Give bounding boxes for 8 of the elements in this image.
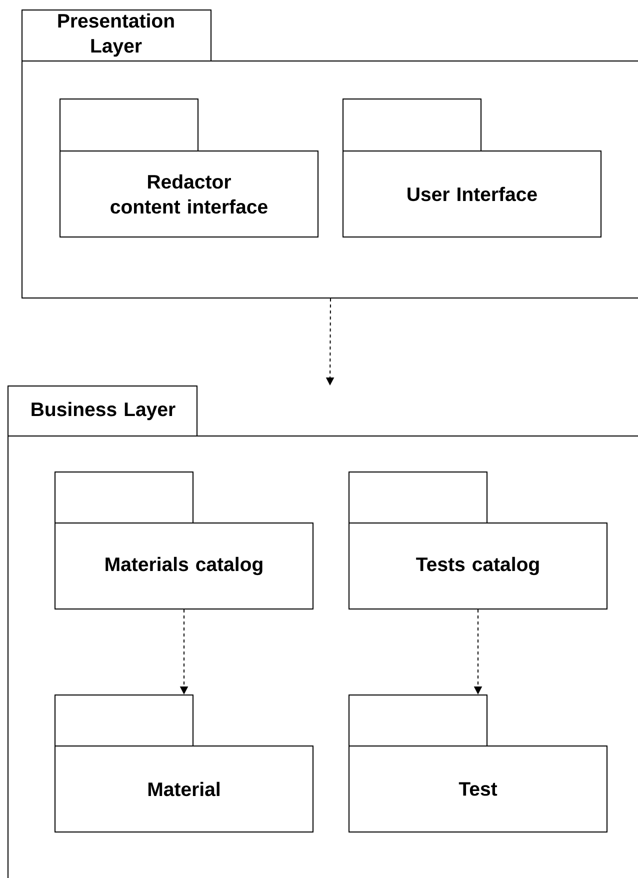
package-box: Tests catalog: [348, 472, 608, 610]
node-label: Presentation Layer: [58, 13, 174, 57]
package-box: Material: [54, 694, 314, 832]
node-label: Business Layer: [32, 402, 176, 420]
package-box: Materials catalog: [54, 472, 314, 610]
package-box: Redactor content interface: [60, 98, 318, 238]
package-box: User Interface: [342, 98, 602, 238]
package-box: Test: [348, 694, 608, 832]
